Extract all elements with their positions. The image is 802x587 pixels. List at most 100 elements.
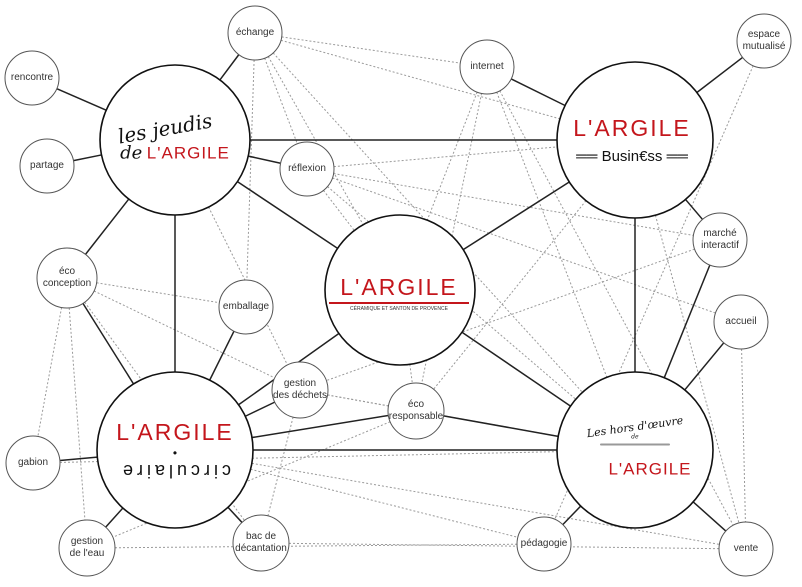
node-circle-ecoresp	[387, 382, 445, 440]
node-circle-eau	[58, 519, 116, 577]
node-circle-reflexion	[279, 141, 335, 197]
dotted-link-ecoconception-eau	[68, 307, 86, 521]
dotted-link-echange-internet	[281, 36, 461, 64]
solid-link-ecoresp-hors	[443, 415, 559, 438]
node-label-echange: échange	[235, 27, 275, 38]
solid-link-ecoconception-circulaire	[82, 303, 135, 385]
brand-logo: L'ARGILE	[146, 143, 230, 163]
logo-script-text: de	[631, 433, 639, 441]
node-label-ecoresp: éco responsable	[388, 399, 444, 422]
dotted-link-echange-business	[280, 39, 561, 120]
solid-link-echange-jeudis	[219, 54, 240, 81]
solid-link-ecoresp-circulaire	[251, 414, 389, 439]
solid-link-vente-hors	[692, 501, 727, 532]
node-label-accueil: accueil	[725, 316, 757, 327]
solid-link-partage-jeudis	[73, 154, 102, 162]
node-label-gabion: gabion	[17, 457, 49, 468]
dot: •	[172, 446, 178, 460]
dotted-link-accueil-vente	[741, 348, 746, 523]
hub-hors-doeuvre: Les hors d'œuvre de L'ARGILE	[565, 414, 705, 480]
node-circle-business	[556, 61, 714, 219]
node-circle-gabion	[5, 435, 61, 491]
node-circle-partage	[19, 138, 75, 194]
dotted-link-circulaire-vente	[251, 462, 720, 545]
dotted-link-ecoconception-emballage	[96, 282, 220, 304]
solid-link-marche-business	[684, 198, 704, 220]
node-label-reflexion: réflexion	[288, 163, 326, 174]
node-label-eau: gestion de l'eau	[69, 536, 105, 559]
hub-les-jeudis: les jeudis de L'ARGILE	[105, 108, 245, 164]
hub-business: L'ARGILE ══ Busin€ss ══	[562, 115, 702, 165]
solid-link-center-jeudis	[236, 180, 339, 250]
solid-link-center-hors	[461, 331, 571, 407]
node-label-ecoconception: éco conception	[42, 266, 92, 289]
node-label-pedagogie: pédagogie	[520, 538, 568, 549]
dotted-link-reflexion-business	[333, 146, 558, 168]
node-label-emballage: emballage	[222, 301, 270, 312]
node-circle-vente	[718, 521, 774, 577]
brand-logo: L'ARGILE	[329, 274, 469, 304]
node-circle-accueil	[713, 294, 769, 350]
solid-link-marche-hors	[663, 264, 711, 378]
node-circle-center	[324, 214, 476, 366]
dotted-link-center-ecoresp	[409, 364, 413, 384]
node-circle-echange	[227, 5, 283, 61]
brand-logo: L'ARGILE	[573, 115, 691, 141]
solid-link-espace-business	[696, 56, 744, 94]
node-circle-pedagogie	[516, 516, 572, 572]
hub-center: L'ARGILE CÉRAMIQUE ET SANTON DE PROVENCE	[329, 274, 469, 312]
dotted-link-reflexion-center	[323, 190, 355, 231]
dotted-link-reflexion-hors	[327, 186, 577, 400]
node-label-vente: vente	[733, 543, 759, 554]
node-label-partage: partage	[30, 160, 64, 171]
node-label-internet: internet	[470, 61, 504, 72]
dotted-link-ecoconception-gabion	[37, 307, 63, 437]
node-circle-emballage	[218, 279, 274, 335]
node-circle-ecoconception	[36, 247, 98, 309]
business-subtitle: ══ Busin€ss ══	[576, 148, 688, 165]
brand-logo: L'ARGILE	[116, 419, 234, 445]
dotted-link-ecoconception-dechets	[93, 290, 275, 379]
dotted-link-business-ecoresp	[433, 200, 587, 390]
solid-link-eau-circulaire	[105, 507, 124, 528]
solid-link-emballage-circulaire	[209, 330, 235, 381]
solid-link-bac-circulaire	[227, 506, 243, 523]
solid-link-center-business	[462, 181, 570, 251]
node-circle-bac	[232, 514, 290, 572]
logo-script-text: de	[120, 142, 143, 164]
dotted-link-reflexion-marche	[333, 173, 694, 236]
node-circle-internet	[459, 39, 515, 95]
solid-link-dechets-circulaire	[244, 401, 276, 417]
dotted-link-echange-reflexion	[264, 58, 298, 144]
node-circle-rencontre	[4, 50, 60, 106]
solid-link-internet-business	[510, 78, 566, 107]
solid-link-gabion-circulaire	[59, 456, 98, 462]
solid-link-reflexion-jeudis	[248, 155, 281, 164]
dotted-link-dechets-bac	[267, 417, 294, 516]
node-circle-marche	[692, 212, 748, 268]
node-circle-hors	[556, 371, 714, 529]
node-circle-jeudis	[99, 64, 251, 216]
node-label-bac: bac de décantation	[235, 531, 287, 554]
dotted-link-eau-pedagogie	[114, 543, 518, 549]
node-circle-dechets	[271, 361, 329, 419]
node-label-dechets: gestion des déchets	[273, 378, 327, 401]
node-circle-espace	[736, 13, 792, 69]
hub-circulaire: L'ARGILE • circulaire	[105, 419, 245, 481]
serving-tray-icon	[600, 443, 670, 446]
node-label-espace: espace mutualisé	[742, 29, 786, 52]
solid-link-pedagogie-hors	[562, 505, 582, 526]
circulaire-subtitle: circulaire	[118, 461, 232, 481]
brand-logo: L'ARGILE	[608, 459, 692, 479]
solid-link-ecoconception-jeudis	[84, 198, 130, 255]
center-subtitle: CÉRAMIQUE ET SANTON DE PROVENCE	[350, 306, 448, 312]
solid-link-accueil-hors	[684, 342, 725, 391]
solid-link-rencontre-jeudis	[56, 88, 107, 111]
node-label-marche: marché interactif	[701, 228, 739, 251]
dotted-link-internet-hors	[496, 92, 608, 378]
node-circle-circulaire	[96, 371, 254, 529]
node-label-rencontre: rencontre	[10, 72, 54, 83]
dotted-link-circulaire-pedagogie	[250, 468, 518, 538]
